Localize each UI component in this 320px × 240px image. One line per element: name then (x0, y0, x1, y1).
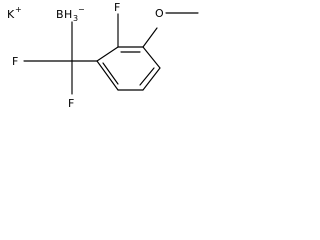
ring-bond-c3-c4 (142, 46, 161, 69)
bond-ring-to-oxygen (142, 27, 158, 48)
bond-lines (23, 12, 199, 95)
ring-bond-c4-c5 (142, 67, 161, 91)
methoxy-oxygen-label: O (155, 7, 164, 20)
ring-double-bond-c4-c5 (139, 67, 155, 86)
ring-bond-c6-c1 (96, 60, 119, 91)
ring-bond-c1-c2 (96, 46, 119, 62)
structure-diagram: K + B H 3 − F O F F (0, 0, 210, 125)
boron-hydrogen-count: 3 (73, 14, 78, 23)
cf2-fluorine-bottom-label: F (68, 97, 74, 110)
potassium-symbol: K (7, 8, 15, 21)
boron-charge: − (78, 5, 85, 14)
molecule-drawing: K + B H 3 − F O F F (7, 1, 199, 110)
cf2-fluorine-left-label: F (12, 55, 18, 68)
boron-hydrogen-symbol: H (64, 8, 72, 21)
potassium-cation: K + (7, 5, 22, 21)
boron-symbol: B (56, 8, 64, 21)
potassium-charge: + (15, 5, 22, 14)
ring-fluorine-label: F (114, 1, 120, 14)
ring-double-bond-c6-c1 (102, 62, 119, 85)
boron-group-label: B H 3 − (56, 5, 85, 23)
